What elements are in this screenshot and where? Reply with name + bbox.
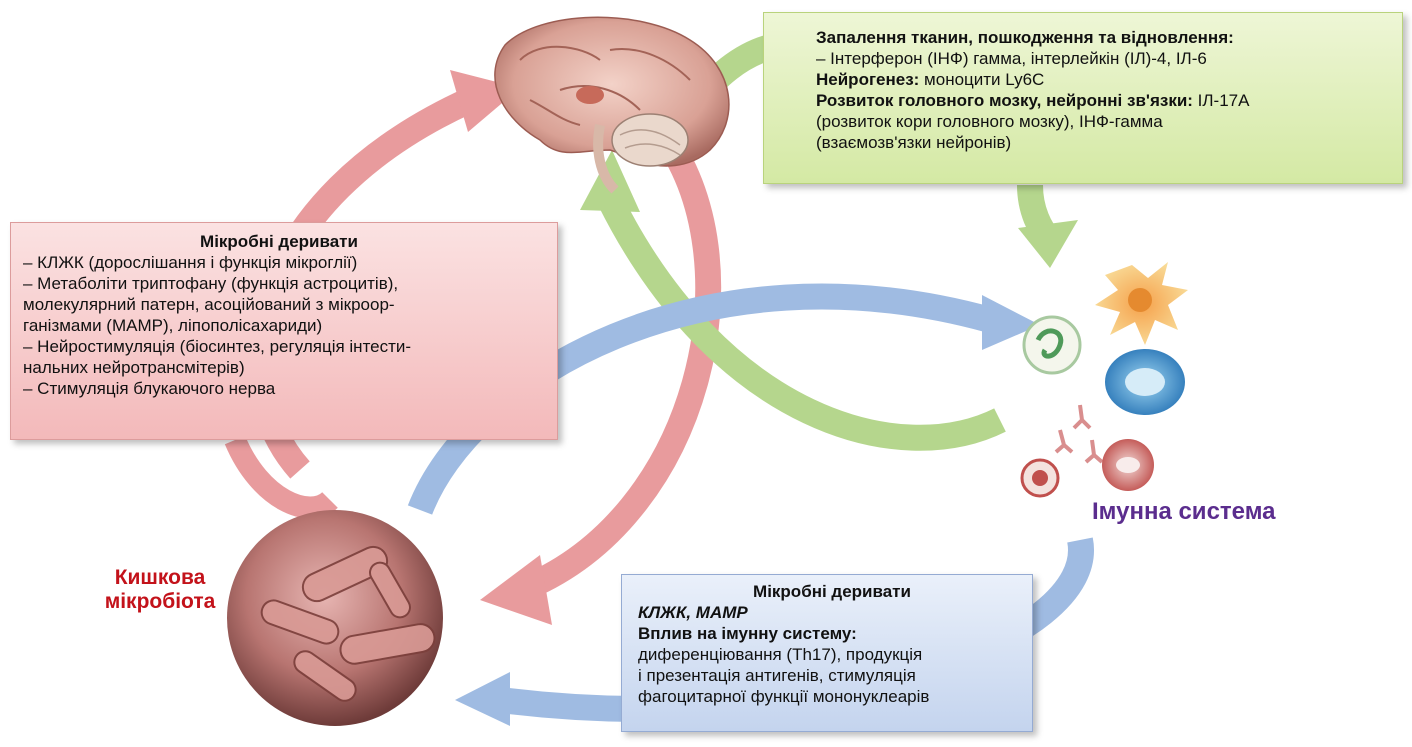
immune-box-line-1: диференціювання (Th17), продукція xyxy=(638,644,1026,665)
microbial-box-line-2: – Метаболіти триптофану (функція астроци… xyxy=(23,273,547,294)
dendritic-cell-icon xyxy=(1095,262,1188,345)
immune-box-line-2: і презентація антигенів, стимуляція xyxy=(638,665,1026,686)
blue-cell-icon xyxy=(1105,349,1185,415)
brain-development-text: ІЛ-17А xyxy=(1193,91,1250,110)
immune-system-label: Імунна система xyxy=(1092,498,1342,526)
microbial-box-line-7: – Стимуляція блукаючого нерва xyxy=(23,378,547,399)
brain-development-label: Розвиток головного мозку, нейронні зв'яз… xyxy=(816,91,1193,110)
gut-label-line-1: Кишкова xyxy=(80,566,240,590)
immune-box-title: Мікробні деривати xyxy=(638,581,1026,602)
microbial-box-title: Мікробні деривати xyxy=(11,231,547,252)
gut-bacteria-image xyxy=(227,510,443,726)
gut-microbiota-label: Кишкова мікробіота xyxy=(80,566,240,614)
brain-box-title: Запалення тканин, пошкодження та відновл… xyxy=(816,27,1392,48)
brain-box-line-4: (розвиток кори головного мозку), ІНФ-гам… xyxy=(816,111,1392,132)
brain-box-line-5: (взаємозв'язки нейронів) xyxy=(816,132,1392,153)
microbial-box-line-1: – КЛЖК (дорослішання і функція мікроглії… xyxy=(23,252,547,273)
gut-label-line-2: мікробіота xyxy=(80,590,240,614)
neurogenesis-text: моноцити Ly6C xyxy=(919,70,1044,89)
lymphocyte-cell-icon xyxy=(1022,460,1058,496)
microbial-box-line-5: – Нейростимуляція (біосинтез, регуляція … xyxy=(23,336,547,357)
immune-box-line-3: фагоцитарної функції мононуклеарів xyxy=(638,686,1026,707)
brain-box-line-1: – Інтерферон (ІНФ) гамма, інтерлейкін (І… xyxy=(816,48,1392,69)
antibody-icons xyxy=(1056,405,1102,462)
brain-box-line-neuro: Нейрогенез: моноцити Ly6C xyxy=(816,69,1392,90)
microbial-derivatives-box: Мікробні деривати – КЛЖК (дорослішання і… xyxy=(10,222,558,440)
immune-effects-box: Мікробні деривати КЛЖК, МАМР Вплив на ім… xyxy=(621,574,1033,732)
microbial-box-line-6: нальних нейротрансмітерів) xyxy=(23,357,547,378)
microbial-box-line-3: молекулярний патерн, асоційований з мікр… xyxy=(23,294,547,315)
microbial-box-line-4: ганізмами (МАМР), ліпополісахариди) xyxy=(23,315,547,336)
arrowhead-brain-to-immune xyxy=(1018,220,1078,268)
immune-box-subtitle: КЛЖК, МАМР xyxy=(638,602,1026,623)
immune-box-effect-label: Вплив на імунну систему: xyxy=(638,623,1026,644)
granulocyte-cell-icon xyxy=(1102,439,1154,491)
brain-box-line-dev: Розвиток головного мозку, нейронні зв'яз… xyxy=(816,90,1392,111)
macrophage-cell-icon xyxy=(1024,317,1080,373)
brain-effects-box: Запалення тканин, пошкодження та відновл… xyxy=(763,12,1403,184)
neurogenesis-label: Нейрогенез: xyxy=(816,70,919,89)
immune-cells-image xyxy=(1022,262,1188,496)
arrowhead-immune-to-gut xyxy=(455,672,510,726)
arrowhead-brain-to-gut xyxy=(480,555,552,625)
